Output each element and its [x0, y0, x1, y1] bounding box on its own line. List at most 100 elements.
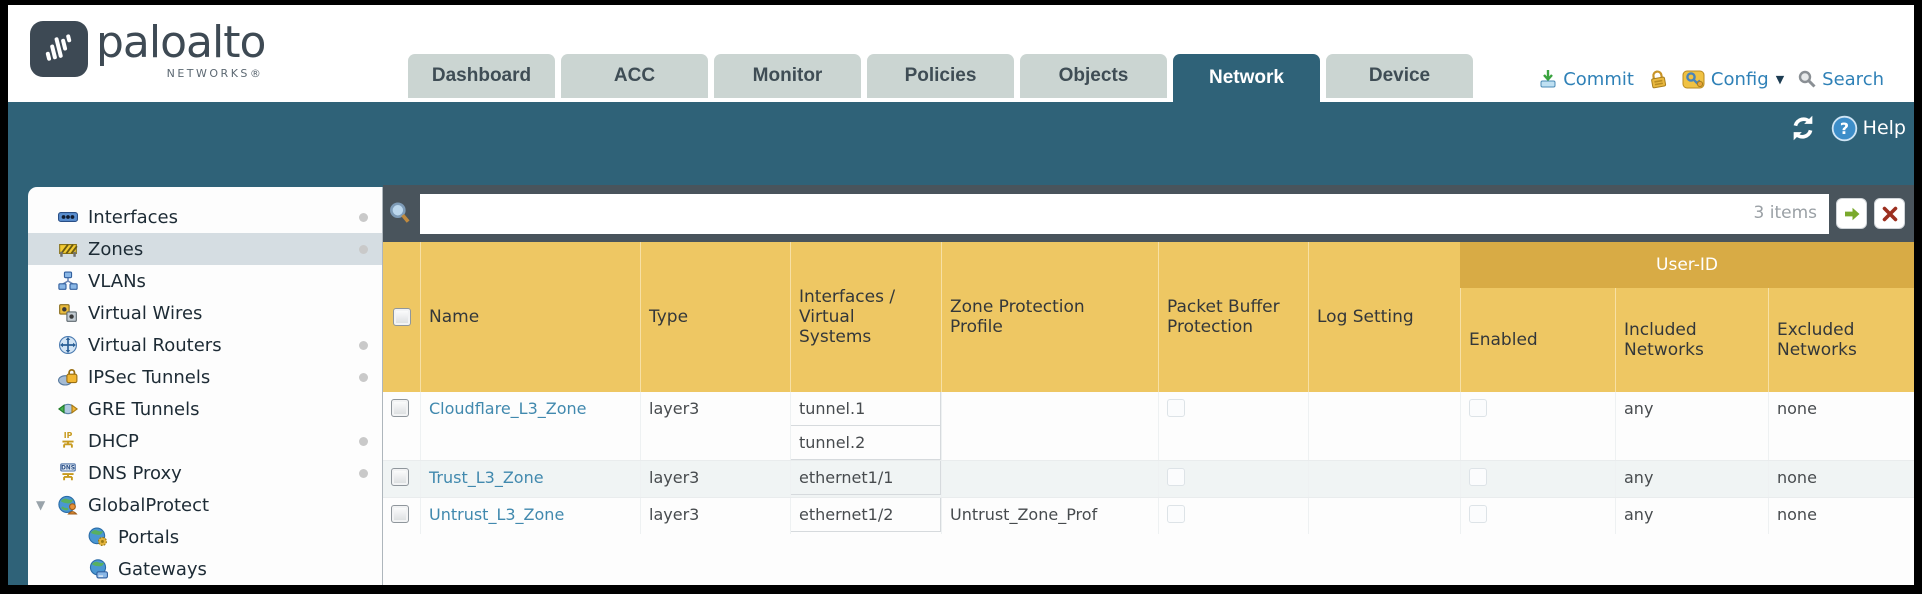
sidebar-item-label: Interfaces	[88, 206, 178, 228]
refresh-button[interactable]	[1789, 114, 1817, 142]
sidebar-item-label: DHCP	[88, 430, 139, 452]
user-id-enabled-checkbox[interactable]	[1469, 468, 1487, 486]
commit-icon	[1538, 69, 1558, 89]
sidebar-item-gateways[interactable]: Gateways	[28, 553, 382, 585]
user-id-enabled-checkbox[interactable]	[1469, 399, 1487, 417]
packet-buffer-protection-checkbox[interactable]	[1167, 468, 1185, 486]
sidebar-item-gre-tunnels[interactable]: GRE Tunnels	[28, 393, 382, 425]
zone-name-cell: Untrust_L3_Zone	[420, 498, 640, 534]
items-count: 3 items	[1753, 202, 1817, 223]
sidebar-item-globalprotect[interactable]: ▼GlobalProtect	[28, 489, 382, 521]
globalprotect-icon	[56, 495, 80, 515]
zone-name-cell: Cloudflare_L3_Zone	[420, 392, 640, 460]
svg-text:?: ?	[1840, 119, 1849, 138]
zone-name-link[interactable]: Cloudflare_L3_Zone	[429, 399, 587, 418]
search-button[interactable]: Search	[1797, 69, 1884, 90]
sidebar-item-label: Portals	[118, 526, 180, 548]
svg-text:DNS: DNS	[61, 465, 75, 471]
row-select-cell	[383, 498, 420, 534]
interfaces-cell: ethernet1/2	[790, 498, 941, 534]
zone-type-cell: layer3	[640, 498, 790, 534]
column-header-packet-buffer-protection[interactable]: Packet Buffer Protection	[1158, 242, 1308, 392]
row-select-cell	[383, 461, 420, 497]
tab-objects[interactable]: Objects	[1020, 54, 1167, 98]
column-header-excluded-networks[interactable]: Excluded Networks	[1768, 288, 1914, 392]
zone-type-cell: layer3	[640, 392, 790, 460]
tab-dashboard[interactable]: Dashboard	[408, 54, 555, 98]
row-select-cell	[383, 392, 420, 460]
brand-text: paloalto NETWORKS®	[96, 21, 266, 80]
green-arrow-icon	[1844, 207, 1859, 220]
clear-filter-button[interactable]	[1874, 198, 1905, 229]
search-label: Search	[1822, 68, 1884, 90]
tab-acc[interactable]: ACC	[561, 54, 708, 98]
row-checkbox[interactable]	[391, 468, 409, 486]
filter-bar: 3 items	[383, 185, 1914, 242]
top-actions: Commit Config ▼ Search	[1538, 68, 1884, 90]
sidebar-item-label: Gateways	[118, 558, 207, 580]
expand-triangle-icon[interactable]: ▼	[36, 498, 46, 512]
excluded-networks-cell: none	[1768, 498, 1914, 534]
sidebar-item-label: IPSec Tunnels	[88, 366, 211, 388]
column-header-enabled[interactable]: Enabled	[1460, 288, 1615, 392]
interfaces-cell: ethernet1/1	[790, 461, 941, 497]
column-header-log-setting[interactable]: Log Setting	[1308, 242, 1460, 392]
column-header-name[interactable]: Name	[420, 242, 640, 392]
zones-table: Name Type Interfaces / Virtual Systems Z…	[383, 242, 1914, 585]
tab-monitor[interactable]: Monitor	[714, 54, 861, 98]
sidebar-item-virtual-routers[interactable]: Virtual Routers	[28, 329, 382, 361]
vlans-icon	[56, 271, 80, 291]
tab-policies[interactable]: Policies	[867, 54, 1014, 98]
packet-buffer-protection-checkbox[interactable]	[1167, 399, 1185, 417]
user-id-enabled-checkbox[interactable]	[1469, 505, 1487, 523]
gre-tunnels-icon	[56, 399, 80, 419]
sidebar-item-interfaces[interactable]: Interfaces	[28, 201, 382, 233]
zone-name-link[interactable]: Trust_L3_Zone	[429, 468, 544, 487]
config-button[interactable]: Config ▼	[1682, 68, 1784, 90]
dns-proxy-icon: DNS	[56, 463, 80, 483]
log-setting-cell	[1308, 461, 1460, 497]
portals-icon	[86, 527, 110, 547]
status-dot	[359, 213, 368, 222]
apply-filter-button[interactable]	[1836, 198, 1867, 229]
zone-protection-profile-cell	[941, 461, 1158, 497]
zone-name-link[interactable]: Untrust_L3_Zone	[429, 505, 565, 524]
column-header-included-networks[interactable]: Included Networks	[1615, 288, 1768, 392]
sidebar-item-label: Virtual Routers	[88, 334, 222, 356]
column-header-type[interactable]: Type	[640, 242, 790, 392]
sidebar-item-portals[interactable]: Portals	[28, 521, 382, 553]
status-dot	[359, 245, 368, 254]
help-button[interactable]: ? Help	[1831, 115, 1906, 142]
commit-button[interactable]: Commit	[1538, 69, 1634, 90]
filter-input[interactable]	[420, 193, 1829, 234]
included-networks-cell: any	[1615, 392, 1768, 460]
row-checkbox[interactable]	[391, 505, 409, 523]
select-all-checkbox[interactable]	[392, 308, 411, 326]
tab-network[interactable]: Network	[1173, 54, 1320, 102]
tab-device[interactable]: Device	[1326, 54, 1473, 98]
status-dot	[359, 437, 368, 446]
column-group-user-id: User-ID	[1460, 242, 1914, 288]
column-header-zone-protection-profile[interactable]: Zone Protection Profile	[941, 242, 1158, 392]
sidebar-item-zones[interactable]: Zones	[28, 233, 382, 265]
sidebar-item-vlans[interactable]: VLANs	[28, 265, 382, 297]
user-id-enabled-cell	[1460, 392, 1615, 460]
excluded-networks-cell: none	[1768, 461, 1914, 497]
lock-button[interactable]	[1647, 68, 1669, 90]
sub-header-band: ? Help	[8, 102, 1914, 177]
row-checkbox[interactable]	[391, 399, 409, 417]
column-header-interfaces[interactable]: Interfaces / Virtual Systems	[790, 242, 941, 392]
sidebar-item-ipsec-tunnels[interactable]: IPSec Tunnels	[28, 361, 382, 393]
sidebar-item-virtual-wires[interactable]: Virtual Wires	[28, 297, 382, 329]
brand-subtitle: NETWORKS®	[166, 67, 264, 80]
packet-buffer-protection-checkbox[interactable]	[1167, 505, 1185, 523]
